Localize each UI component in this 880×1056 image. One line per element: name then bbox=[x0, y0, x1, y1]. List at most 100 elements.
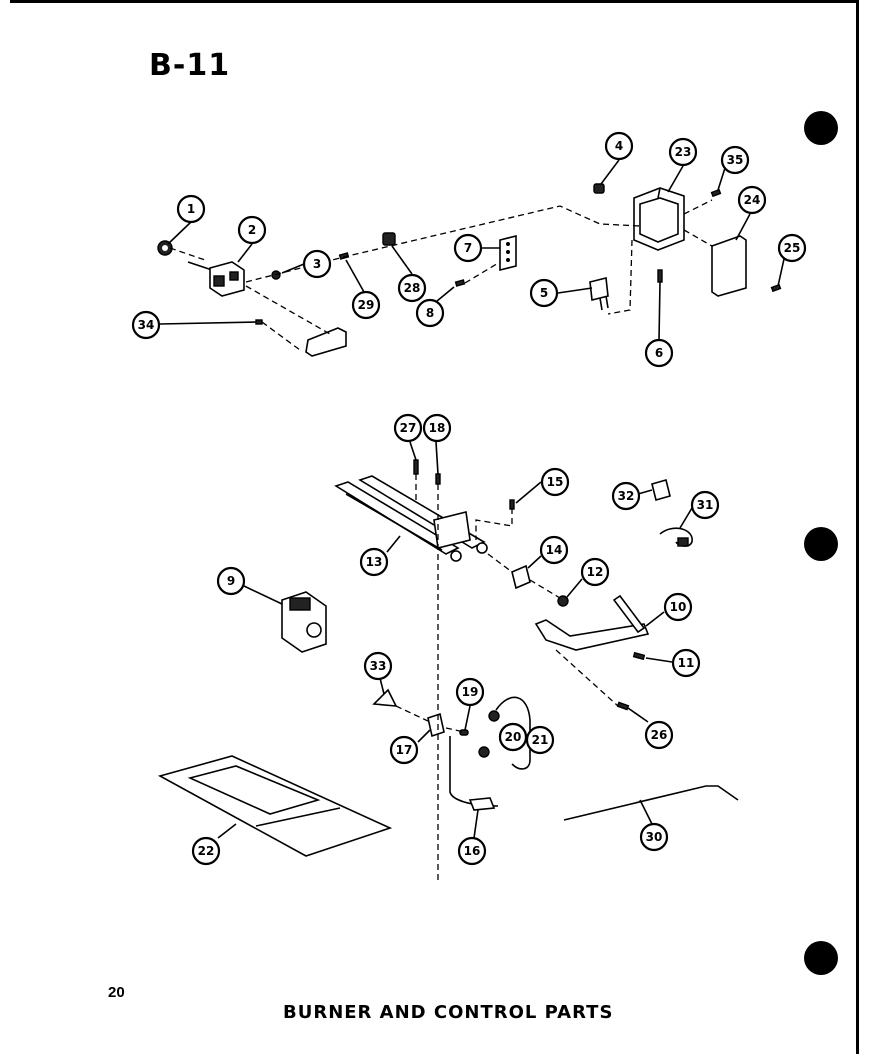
page-number: 20 bbox=[108, 984, 125, 1001]
svg-text:8: 8 bbox=[426, 306, 434, 320]
svg-text:22: 22 bbox=[198, 844, 215, 858]
svg-text:17: 17 bbox=[396, 743, 413, 757]
part-9-gas-valve bbox=[243, 585, 327, 653]
part-22-burner-shield bbox=[157, 755, 393, 857]
part-7-terminal-strip bbox=[499, 234, 517, 272]
part-20-nut bbox=[478, 710, 500, 758]
part-6-screw bbox=[657, 269, 663, 283]
svg-text:10: 10 bbox=[670, 600, 687, 614]
callout-21: 21 bbox=[525, 725, 555, 755]
part-5-transformer bbox=[589, 277, 609, 311]
callout-20-upper: 20 bbox=[498, 722, 528, 752]
callout-9: 9 bbox=[216, 566, 246, 596]
svg-text:7: 7 bbox=[464, 241, 472, 255]
callout-8: 8 bbox=[415, 298, 445, 328]
part-30-rod bbox=[563, 785, 739, 821]
page-code: B-11 bbox=[149, 48, 231, 83]
part-14-orifice bbox=[511, 564, 531, 590]
callout-4: 4 bbox=[604, 131, 634, 161]
part-8-screw bbox=[454, 279, 466, 287]
callout-15: 15 bbox=[540, 467, 570, 497]
callout-28: 28 bbox=[397, 273, 427, 303]
svg-text:18: 18 bbox=[429, 421, 446, 435]
svg-text:33: 33 bbox=[370, 659, 387, 673]
part-18-screw bbox=[435, 473, 441, 485]
part-19-screw bbox=[459, 729, 469, 736]
svg-text:30: 30 bbox=[646, 830, 663, 844]
part-27-screw bbox=[413, 459, 419, 475]
callout-26: 26 bbox=[644, 720, 674, 750]
callout-6: 6 bbox=[644, 338, 674, 368]
part-34-bracket bbox=[255, 319, 347, 357]
part-4-bushing bbox=[593, 183, 605, 194]
svg-text:20: 20 bbox=[505, 730, 522, 744]
svg-text:24: 24 bbox=[744, 193, 761, 207]
part-24-cover bbox=[711, 235, 747, 297]
svg-text:5: 5 bbox=[540, 286, 548, 300]
svg-text:34: 34 bbox=[138, 318, 155, 332]
part-29-screw bbox=[338, 252, 350, 260]
callout-11: 11 bbox=[671, 648, 701, 678]
callout-29: 29 bbox=[351, 290, 381, 320]
callout-10: 10 bbox=[663, 592, 693, 622]
page-frame bbox=[10, 0, 859, 1054]
svg-text:16: 16 bbox=[464, 844, 481, 858]
callout-34: 34 bbox=[131, 310, 161, 340]
callout-23: 23 bbox=[668, 137, 698, 167]
part-10-manifold bbox=[534, 594, 650, 651]
callout-25: 25 bbox=[777, 233, 807, 263]
callout-3: 3 bbox=[302, 249, 332, 279]
part-21-pilot-tubing bbox=[495, 696, 531, 770]
svg-text:14: 14 bbox=[546, 543, 563, 557]
part-35-screw bbox=[710, 188, 722, 198]
part-15-screw bbox=[509, 499, 515, 510]
part-33-pilot-hood bbox=[372, 688, 398, 707]
svg-text:3: 3 bbox=[313, 257, 321, 271]
part-31-igniter-wire bbox=[659, 527, 693, 547]
svg-text:32: 32 bbox=[618, 489, 635, 503]
svg-text:23: 23 bbox=[675, 145, 692, 159]
binder-hole-top bbox=[804, 111, 838, 145]
part-17-pilot-bracket bbox=[427, 712, 445, 738]
svg-text:28: 28 bbox=[404, 281, 421, 295]
callout-12: 12 bbox=[580, 557, 610, 587]
svg-text:25: 25 bbox=[784, 241, 801, 255]
callout-7: 7 bbox=[453, 233, 483, 263]
page-caption: BURNER AND CONTROL PARTS bbox=[283, 1002, 614, 1023]
part-2-gas-valve bbox=[187, 261, 245, 297]
svg-text:31: 31 bbox=[697, 498, 714, 512]
svg-text:4: 4 bbox=[615, 139, 623, 153]
callout-18: 18 bbox=[422, 413, 452, 443]
callout-14: 14 bbox=[539, 535, 569, 565]
svg-text:1: 1 bbox=[187, 202, 195, 216]
part-32-knob bbox=[651, 479, 671, 501]
svg-text:26: 26 bbox=[651, 728, 668, 742]
callout-31: 31 bbox=[690, 490, 720, 520]
callout-17: 17 bbox=[389, 735, 419, 765]
callout-16: 16 bbox=[457, 836, 487, 866]
svg-text:6: 6 bbox=[655, 346, 663, 360]
callout-2: 2 bbox=[237, 215, 267, 245]
svg-text:29: 29 bbox=[358, 298, 375, 312]
binder-hole-middle bbox=[804, 527, 838, 561]
svg-text:11: 11 bbox=[678, 656, 695, 670]
svg-text:9: 9 bbox=[227, 574, 235, 588]
svg-text:35: 35 bbox=[727, 153, 744, 167]
binder-hole-bottom bbox=[804, 941, 838, 975]
svg-text:12: 12 bbox=[587, 565, 604, 579]
svg-text:15: 15 bbox=[547, 475, 564, 489]
callout-30: 30 bbox=[639, 822, 669, 852]
svg-text:27: 27 bbox=[400, 421, 417, 435]
part-25-screw bbox=[770, 283, 782, 293]
callout-33: 33 bbox=[363, 651, 393, 681]
callout-32: 32 bbox=[611, 481, 641, 511]
callout-13: 13 bbox=[359, 547, 389, 577]
part-23-control-box bbox=[633, 187, 685, 251]
svg-text:19: 19 bbox=[462, 685, 479, 699]
part-28-clip bbox=[382, 232, 396, 246]
callout-5: 5 bbox=[529, 278, 559, 308]
leader-lines bbox=[159, 159, 785, 839]
callout-1: 1 bbox=[176, 194, 206, 224]
part-26-screw bbox=[616, 701, 630, 711]
